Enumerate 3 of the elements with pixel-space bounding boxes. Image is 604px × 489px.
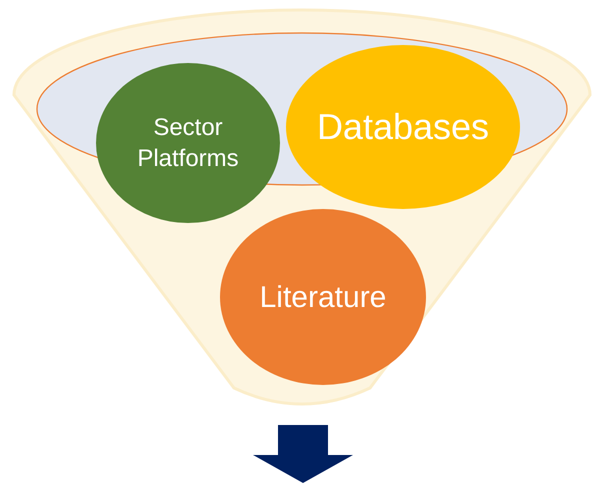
- node-label: Databases: [316, 104, 490, 149]
- node-label: Literature: [258, 280, 388, 316]
- node-label: Sector Platforms: [136, 112, 240, 174]
